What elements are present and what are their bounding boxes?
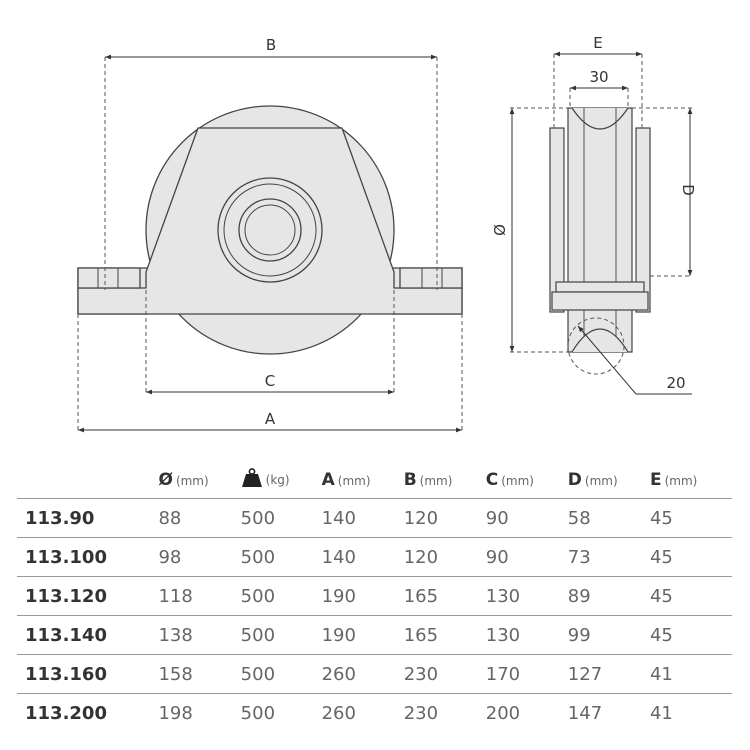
table-cell: 140	[321, 546, 356, 568]
table-cell: 90	[485, 546, 509, 568]
label-radius: 20	[666, 374, 685, 392]
dimension-d: D	[632, 107, 697, 277]
table-cell: 500	[240, 663, 276, 685]
model-number: 113.100	[25, 546, 107, 568]
table-cell: 45	[649, 546, 673, 568]
side-view: E 30 Ø D 20	[491, 34, 697, 395]
header-d: D(mm)	[567, 470, 618, 490]
table-cell: 88	[158, 507, 182, 529]
label-groove: 30	[589, 68, 608, 86]
table-cell: 170	[485, 663, 521, 685]
table-cell: 190	[321, 624, 356, 646]
table-cell: 118	[158, 585, 193, 607]
header-load: (kg)	[241, 462, 322, 499]
table-cell: 73	[567, 546, 591, 568]
table-cell: 200	[485, 702, 521, 724]
label-c: C	[265, 372, 275, 390]
table-cell: 500	[240, 624, 276, 646]
header-row: Ø(mm) (kg) A(mm) B(mm) C(mm) D(mm) E(mm)	[17, 462, 732, 499]
dimension-a: A	[77, 314, 463, 433]
header-b: B(mm)	[403, 470, 453, 490]
table-cell: 99	[567, 624, 591, 646]
dimension-diameter: Ø	[491, 107, 568, 353]
table-cell: 190	[321, 585, 356, 607]
label-b: B	[266, 36, 276, 54]
model-number: 113.90	[25, 507, 95, 529]
table-cell: 230	[403, 702, 439, 724]
weight-icon	[241, 468, 263, 492]
front-view: B C A	[77, 36, 463, 433]
table-cell: 500	[240, 546, 276, 568]
dimension-e: E	[553, 34, 643, 128]
table-cell: 165	[403, 585, 439, 607]
table-cell: 45	[649, 585, 673, 607]
technical-drawing: B C A	[77, 34, 697, 433]
header-a: A(mm)	[321, 470, 371, 490]
table-cell: 140	[321, 507, 356, 529]
table-cell: 147	[567, 702, 603, 724]
label-diameter: Ø	[491, 224, 509, 236]
table-cell: 138	[158, 624, 193, 646]
table-cell: 500	[240, 702, 276, 724]
table-cell: 45	[649, 624, 673, 646]
table-cell: 89	[567, 585, 591, 607]
table-cell: 165	[403, 624, 439, 646]
table-cell: 130	[485, 585, 521, 607]
table-cell: 98	[158, 546, 182, 568]
table-cell: 120	[403, 507, 439, 529]
table-row: 113.200 198 500 260 230 200 147 41	[17, 693, 732, 733]
header-e: E(mm)	[649, 470, 698, 490]
dimension-radius: 20	[577, 325, 692, 395]
table-cell: 127	[567, 663, 603, 685]
model-number: 113.120	[25, 585, 107, 607]
label-a: A	[265, 410, 276, 428]
header-diameter: Ø(mm)	[158, 470, 209, 490]
model-number: 113.140	[25, 624, 107, 646]
table-row: 113.160 158 500 260 230 170 127 41	[17, 654, 732, 694]
table-cell: 58	[567, 507, 591, 529]
dimension-b: B	[104, 36, 438, 290]
model-number: 113.160	[25, 663, 107, 685]
table-cell: 260	[321, 702, 356, 724]
dimension-groove: 30	[569, 68, 629, 108]
table-row: 113.90 88 500 140 120 90 58 45	[17, 498, 732, 538]
table-cell: 120	[403, 546, 439, 568]
table-cell: 230	[403, 663, 439, 685]
table-cell: 90	[485, 507, 509, 529]
table-cell: 198	[158, 702, 193, 724]
table-cell: 41	[649, 702, 673, 724]
table-row: 113.100 98 500 140 120 90 73 45	[17, 537, 732, 577]
side-wheel	[567, 107, 633, 353]
model-number: 113.200	[25, 702, 107, 724]
table-cell: 158	[158, 663, 193, 685]
dimension-c: C	[145, 290, 395, 395]
spec-table: Ø(mm) (kg) A(mm) B(mm) C(mm) D(mm) E(mm)…	[17, 462, 732, 732]
table-row: 113.120 118 500 190 165 130 89 45	[17, 576, 732, 616]
label-d: D	[679, 184, 697, 196]
table-cell: 41	[649, 663, 673, 685]
label-e: E	[593, 34, 602, 52]
table-cell: 500	[240, 507, 276, 529]
table-cell: 130	[485, 624, 521, 646]
header-c: C(mm)	[485, 470, 534, 490]
table-cell: 500	[240, 585, 276, 607]
table-cell: 260	[321, 663, 356, 685]
header-model	[17, 462, 158, 499]
table-row: 113.140 138 500 190 165 130 99 45	[17, 615, 732, 655]
table-cell: 45	[649, 507, 673, 529]
